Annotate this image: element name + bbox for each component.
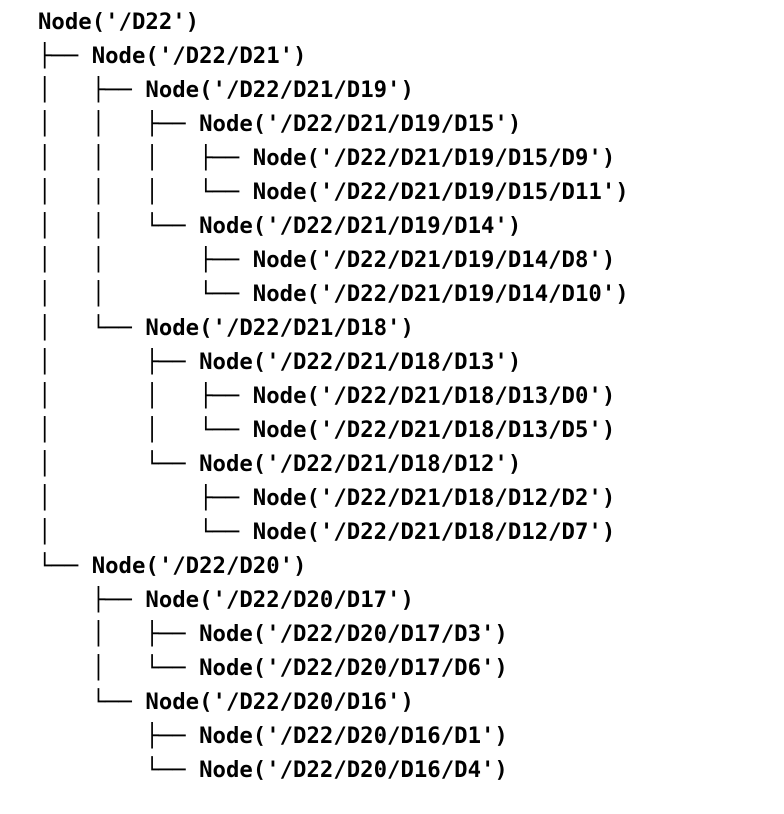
tree-node-row: ├── Node('/D22/D21') xyxy=(38,39,629,73)
tree-node-label: Node('/D22/D21/D18') xyxy=(145,315,414,341)
tree-node-label: Node('/D22/D20/D17/D6') xyxy=(199,655,508,681)
tree-node-label: Node('/D22/D21/D19/D14') xyxy=(199,213,522,239)
tree-node-label: Node('/D22/D21/D19/D15/D11') xyxy=(252,179,629,205)
tree-connector: │ │ ├── xyxy=(38,247,253,273)
tree-connector: └── xyxy=(38,757,200,783)
tree-connector: │ │ │ └── xyxy=(38,179,253,205)
tree-connector: │ └── xyxy=(38,519,253,545)
tree-node-row: │ ├── Node('/D22/D20/D17/D3') xyxy=(38,617,629,651)
tree-node-row: │ │ │ ├── Node('/D22/D21/D19/D15/D9') xyxy=(38,141,629,175)
tree-connector: ├── xyxy=(38,43,92,69)
tree-connector: ├── xyxy=(38,723,200,749)
tree-node-label: Node('/D22/D21/D19/D14/D10') xyxy=(252,281,629,307)
tree-node-row: │ │ │ └── Node('/D22/D21/D19/D15/D11') xyxy=(38,175,629,209)
tree-node-label: Node('/D22/D21/D18/D13/D0') xyxy=(252,383,616,409)
tree-node-label: Node('/D22/D21/D18/D12/D7') xyxy=(252,519,616,545)
tree-connector: │ └── xyxy=(38,315,146,341)
tree-node-row: ├── Node('/D22/D20/D16/D1') xyxy=(38,719,629,753)
tree-node-row: │ │ └── Node('/D22/D21/D18/D13/D5') xyxy=(38,413,629,447)
tree-node-label: Node('/D22/D21') xyxy=(91,43,307,69)
tree-diagram: Node('/D22')├── Node('/D22/D21')│ ├── No… xyxy=(38,5,629,787)
tree-node-label: Node('/D22/D21/D18/D13') xyxy=(199,349,522,375)
tree-connector: │ │ ├── xyxy=(38,383,253,409)
tree-connector: │ ├── xyxy=(38,485,253,511)
tree-node-row: │ ├── Node('/D22/D21/D18/D12/D2') xyxy=(38,481,629,515)
tree-node-row: │ │ ├── Node('/D22/D21/D19/D14/D8') xyxy=(38,243,629,277)
tree-node-row: ├── Node('/D22/D20/D17') xyxy=(38,583,629,617)
tree-connector: │ │ ├── xyxy=(38,111,200,137)
tree-node-row: Node('/D22') xyxy=(38,5,629,39)
tree-connector: │ │ └── xyxy=(38,213,200,239)
tree-connector: └── xyxy=(38,553,92,579)
tree-connector: │ ├── xyxy=(38,621,200,647)
tree-connector: │ ├── xyxy=(38,77,146,103)
tree-node-row: │ └── Node('/D22/D20/D17/D6') xyxy=(38,651,629,685)
tree-connector: ├── xyxy=(38,587,146,613)
tree-connector: │ │ └── xyxy=(38,281,253,307)
tree-node-label: Node('/D22/D21/D19/D14/D8') xyxy=(252,247,616,273)
tree-node-label: Node('/D22/D21/D19') xyxy=(145,77,414,103)
tree-node-label: Node('/D22/D20/D16/D4') xyxy=(199,757,508,783)
tree-node-row: │ │ ├── Node('/D22/D21/D19/D15') xyxy=(38,107,629,141)
tree-node-label: Node('/D22') xyxy=(38,9,200,35)
tree-node-row: │ │ └── Node('/D22/D21/D19/D14/D10') xyxy=(38,277,629,311)
tree-node-label: Node('/D22/D20/D16') xyxy=(145,689,414,715)
tree-node-label: Node('/D22/D21/D18/D12') xyxy=(199,451,522,477)
tree-node-row: └── Node('/D22/D20/D16') xyxy=(38,685,629,719)
tree-node-label: Node('/D22/D20/D17') xyxy=(145,587,414,613)
tree-node-label: Node('/D22/D21/D18/D12/D2') xyxy=(252,485,616,511)
tree-connector: └── xyxy=(38,689,146,715)
tree-node-row: │ └── Node('/D22/D21/D18/D12') xyxy=(38,447,629,481)
tree-node-label: Node('/D22/D21/D19/D15/D9') xyxy=(252,145,616,171)
tree-connector: │ ├── xyxy=(38,349,200,375)
tree-node-row: └── Node('/D22/D20') xyxy=(38,549,629,583)
tree-connector: │ └── xyxy=(38,451,200,477)
tree-node-row: │ │ └── Node('/D22/D21/D19/D14') xyxy=(38,209,629,243)
tree-node-label: Node('/D22/D20') xyxy=(91,553,307,579)
tree-node-label: Node('/D22/D20/D17/D3') xyxy=(199,621,508,647)
tree-node-row: │ └── Node('/D22/D21/D18/D12/D7') xyxy=(38,515,629,549)
tree-connector: │ │ └── xyxy=(38,417,253,443)
tree-node-row: │ │ ├── Node('/D22/D21/D18/D13/D0') xyxy=(38,379,629,413)
tree-node-row: │ ├── Node('/D22/D21/D19') xyxy=(38,73,629,107)
tree-connector: │ │ │ ├── xyxy=(38,145,253,171)
tree-node-row: │ └── Node('/D22/D21/D18') xyxy=(38,311,629,345)
tree-node-label: Node('/D22/D20/D16/D1') xyxy=(199,723,508,749)
tree-node-label: Node('/D22/D21/D19/D15') xyxy=(199,111,522,137)
tree-node-row: └── Node('/D22/D20/D16/D4') xyxy=(38,753,629,787)
tree-node-label: Node('/D22/D21/D18/D13/D5') xyxy=(252,417,616,443)
tree-connector: │ └── xyxy=(38,655,200,681)
tree-node-row: │ ├── Node('/D22/D21/D18/D13') xyxy=(38,345,629,379)
